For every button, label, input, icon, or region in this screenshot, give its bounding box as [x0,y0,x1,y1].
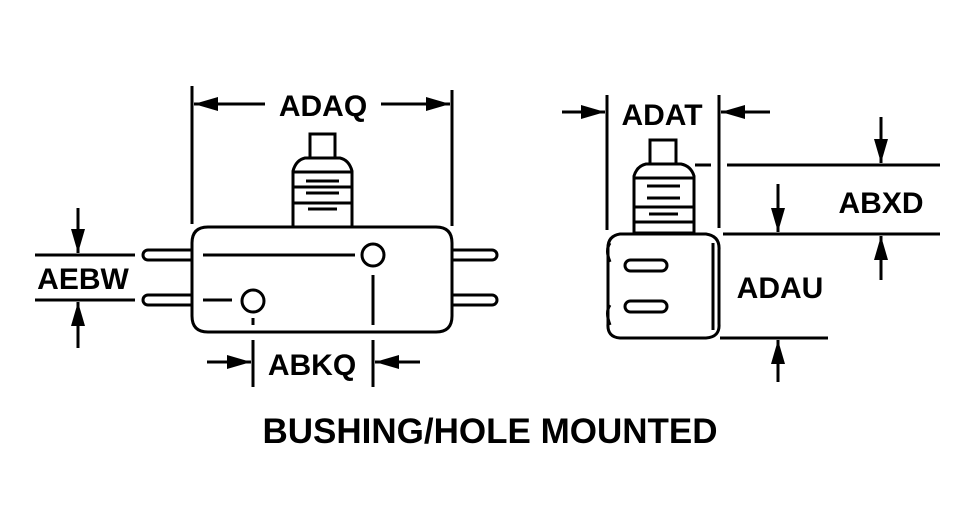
label-abkq: ABKQ [268,349,356,382]
slot [623,258,669,273]
bushing [291,132,354,229]
switch-body [606,232,721,340]
side-view: ADAT ABXD ADAU [562,95,940,382]
slot [623,299,669,314]
dimension-adat: ADAT [562,95,770,230]
label-adaq: ADAQ [279,90,367,123]
label-aebw: AEBW [37,263,129,296]
bushing [632,138,696,235]
switch-body [190,225,454,334]
label-adau: ADAU [737,272,824,305]
mounting-hole [360,242,386,268]
mounting-hole [240,288,266,314]
label-adat: ADAT [621,99,702,132]
dimension-aebw: AEBW [35,208,135,348]
dimension-adaq: ADAQ [190,86,454,226]
label-abxd: ABXD [838,187,923,220]
dimension-abxd: ABXD [723,117,940,280]
diagram-title: BUSHING/HOLE MOUNTED [263,412,718,451]
dimension-adau: ADAU [720,184,828,382]
dimension-abkq: ABKQ [207,340,420,387]
front-view: ADAQ ABKQ AEBW [35,86,499,387]
